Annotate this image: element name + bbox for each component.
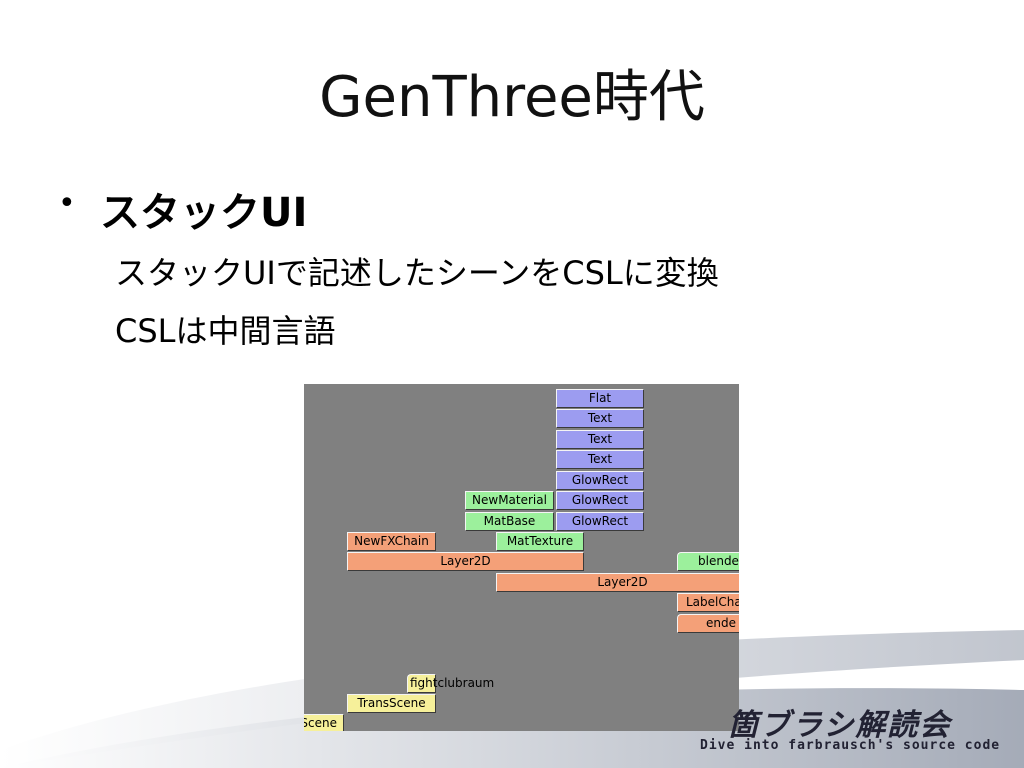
op-text[interactable]: Text [556, 409, 644, 428]
op-scene[interactable]: Scene [304, 714, 344, 731]
logo-japanese: 箇ブラシ解読会 [728, 708, 952, 743]
op-newfxchain[interactable]: NewFXChain [347, 532, 436, 551]
op-layer2d[interactable]: Layer2D [347, 552, 584, 571]
op-text[interactable]: Text [556, 430, 644, 449]
bullet-marker: • [58, 186, 76, 221]
op-flat[interactable]: Flat [556, 389, 644, 408]
op-text[interactable]: Text [556, 450, 644, 469]
op-mattexture[interactable]: MatTexture [496, 532, 584, 551]
op-layer2d[interactable]: Layer2D [496, 573, 739, 592]
op-labelchain[interactable]: LabelCha [677, 593, 739, 612]
op-glowrect[interactable]: GlowRect [556, 491, 644, 510]
op-glowrect[interactable]: GlowRect [556, 512, 644, 531]
op-glowrect[interactable]: GlowRect [556, 471, 644, 490]
logo-english: Dive into farbrausch's source code [700, 738, 1001, 753]
subline-conversion: スタックUIで記述したシーンをCSLに変換 [115, 254, 719, 292]
op-blende[interactable]: blende [677, 552, 739, 571]
slide-title: GenThree時代 [319, 65, 705, 130]
stack-ui-screenshot: Flat Text Text Text GlowRect NewMaterial… [304, 384, 739, 731]
op-ende[interactable]: ende [677, 614, 739, 633]
bullet-heading: スタックUI [100, 190, 308, 236]
subline-intermediate-language: CSLは中間言語 [115, 312, 336, 350]
op-fightclubraum[interactable]: fightclubraum [407, 674, 494, 693]
op-newmaterial[interactable]: NewMaterial [465, 491, 554, 510]
op-matbase[interactable]: MatBase [465, 512, 554, 531]
op-transscene[interactable]: TransScene [347, 694, 436, 713]
